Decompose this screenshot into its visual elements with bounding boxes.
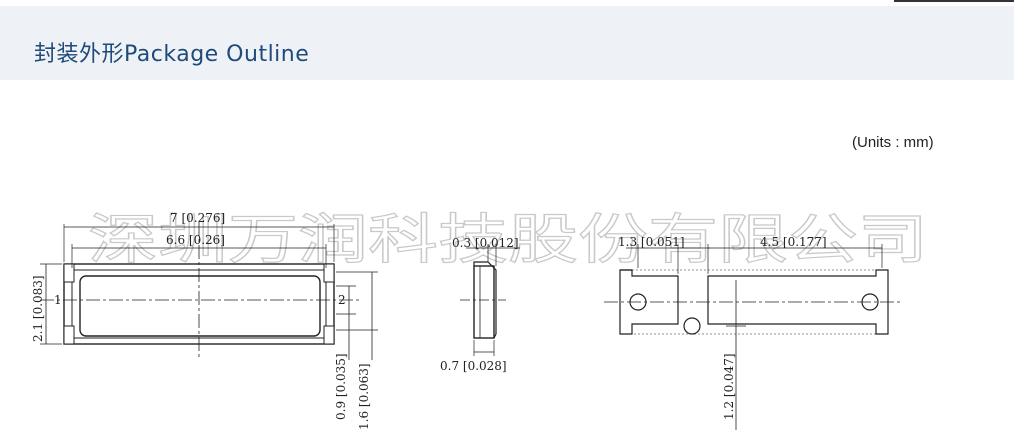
side-view: [460, 244, 520, 356]
pin-1-label: 1: [54, 293, 62, 307]
dim-front-pad-offset: 1.6 [0.063]: [357, 363, 371, 430]
page-title: 封装外形Package Outline: [34, 42, 310, 67]
watermark-text: 深圳万润科技股份有限公司: [88, 208, 928, 271]
units-label: (Units : mm): [852, 134, 934, 151]
header-bar: 封装外形Package Outline: [0, 6, 1014, 80]
dim-footprint-height: 1.2 [0.047]: [722, 353, 736, 420]
dim-front-pad-width: 0.9 [0.035]: [334, 353, 348, 420]
footprint-via-center: [683, 317, 701, 335]
front-pad-tl: [63, 263, 75, 283]
dim-front-inner-length: 6.6 [0.26]: [166, 233, 225, 247]
front-pad-tr: [323, 263, 335, 283]
front-pad-br: [323, 325, 335, 345]
dim-front-overall-length: 7 [0.276]: [170, 211, 225, 225]
footprint-view: [604, 244, 900, 430]
side-body: [473, 265, 495, 339]
front-view: [40, 222, 378, 360]
top-divider: [894, 0, 1014, 2]
dim-footprint-pad: 1.3 [0.051]: [618, 235, 685, 249]
dim-footprint-pitch: 4.5 [0.177]: [760, 235, 827, 249]
front-pad-bl: [63, 325, 75, 345]
dim-side-lead: 0.3 [0.012]: [452, 236, 519, 250]
front-lid: [79, 275, 321, 337]
pin-2-label: 2: [338, 293, 346, 307]
dim-front-height: 2.1 [0.083]: [31, 275, 45, 342]
dim-side-thickness: 0.7 [0.028]: [440, 359, 507, 373]
